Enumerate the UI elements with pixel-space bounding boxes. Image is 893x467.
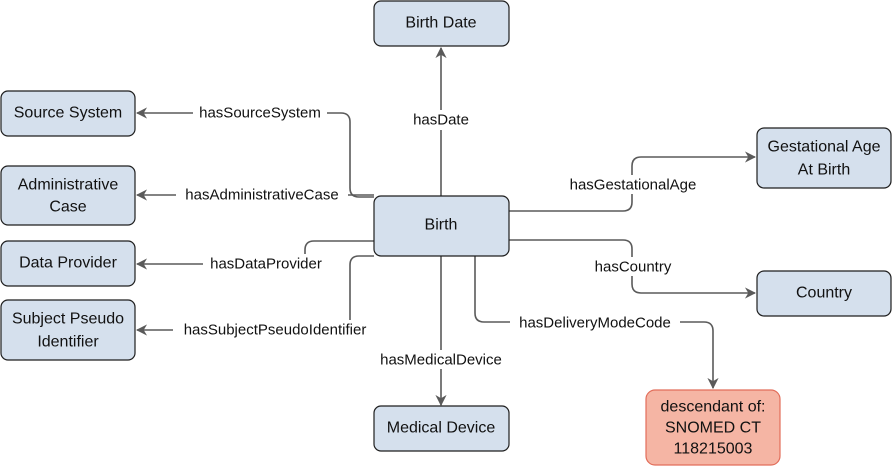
edge-label-has-country: hasCountry xyxy=(595,259,672,276)
edge-has-data-provider: hasDataProvider xyxy=(135,240,374,273)
node-subject-pseudo-identifier: Subject Pseudo Identifier xyxy=(0,299,136,361)
node-medical-device-label: Medical Device xyxy=(387,420,496,437)
node-administrative-case-label-2: Case xyxy=(49,199,86,216)
node-snomed-label-3: 118215003 xyxy=(674,441,753,458)
node-snomed-label-1: descendant of: xyxy=(661,399,766,416)
edge-has-delivery-mode-code: hasDeliveryModeCode xyxy=(474,256,719,390)
node-administrative-case: Administrative Case xyxy=(0,165,136,226)
node-snomed-delivery-mode: descendant of: SNOMED CT 118215003 xyxy=(645,389,781,466)
edge-has-administrative-case: hasAdministrativeCase xyxy=(135,186,374,205)
edge-label-has-delivery-mode-code: hasDeliveryModeCode xyxy=(519,315,671,332)
edge-label-has-administrative-case: hasAdministrativeCase xyxy=(185,187,338,204)
node-snomed-label-2: SNOMED CT xyxy=(665,420,761,437)
node-subject-pseudo-identifier-label-2: Identifier xyxy=(37,334,99,351)
node-medical-device: Medical Device xyxy=(373,405,510,452)
edge-label-has-medical-device: hasMedicalDevice xyxy=(380,352,502,369)
node-administrative-case-label-1: Administrative xyxy=(18,177,119,194)
edge-has-gestational-age: hasGestationalAge xyxy=(509,151,757,212)
edge-label-has-source-system: hasSourceSystem xyxy=(199,105,321,122)
node-birth-label: Birth xyxy=(425,217,458,234)
node-source-system: Source System xyxy=(0,90,136,137)
node-birth-date-label: Birth Date xyxy=(405,15,476,32)
edge-label-has-subject-pseudo-identifier: hasSubjectPseudoIdentifier xyxy=(184,322,367,339)
node-data-provider-label: Data Provider xyxy=(19,255,117,272)
node-birth-date: Birth Date xyxy=(373,0,510,47)
node-birth: Birth xyxy=(373,195,510,257)
node-subject-pseudo-identifier-label-1: Subject Pseudo xyxy=(12,311,124,328)
node-data-provider: Data Provider xyxy=(0,240,136,287)
node-source-system-label: Source System xyxy=(14,105,122,122)
edge-has-subject-pseudo-identifier: hasSubjectPseudoIdentifier xyxy=(135,255,377,339)
edge-has-country: hasCountry xyxy=(509,239,757,299)
edge-has-medical-device: hasMedicalDevice xyxy=(373,256,510,407)
node-gestational-age-at-birth: Gestational Age At Birth xyxy=(756,127,892,189)
node-gestational-age-label-1: Gestational Age xyxy=(768,139,881,156)
edge-label-has-date: hasDate xyxy=(413,112,469,129)
node-country-label: Country xyxy=(796,285,852,302)
edge-label-has-gestational-age: hasGestationalAge xyxy=(570,177,697,194)
node-gestational-age-label-2: At Birth xyxy=(798,162,850,179)
node-country: Country xyxy=(756,270,892,317)
edge-has-source-system: hasSourceSystem xyxy=(135,104,374,198)
edge-label-has-data-provider: hasDataProvider xyxy=(210,256,322,273)
edge-has-date: hasDate xyxy=(408,46,474,196)
